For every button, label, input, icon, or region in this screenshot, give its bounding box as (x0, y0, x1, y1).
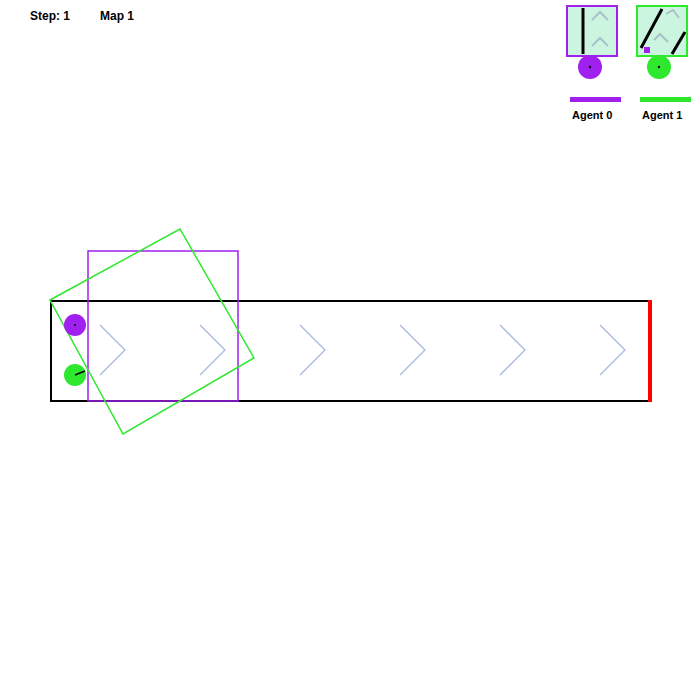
observation-wall (582, 8, 585, 54)
agent (64, 314, 86, 336)
flow-chevrons (100, 325, 625, 375)
observation (567, 6, 617, 56)
agent-dot (74, 324, 76, 326)
agent-view (88, 251, 238, 401)
agent (578, 55, 602, 79)
observation-wall (672, 32, 685, 54)
agent-heading (75, 371, 85, 375)
status-label: Map 1 (100, 10, 134, 22)
agent-dot (658, 66, 660, 68)
goal-line (648, 300, 652, 402)
corridor (51, 301, 651, 401)
observation-wall (641, 9, 662, 48)
observation-chevrons (654, 10, 679, 42)
legend-swatch (570, 97, 621, 102)
legend-swatch (640, 97, 691, 102)
agent-view (50, 229, 254, 434)
legend-label: Agent 0 (572, 110, 612, 121)
agent (64, 364, 86, 386)
status-label: Step: 1 (30, 10, 70, 22)
agent-dot (589, 66, 591, 68)
agent (647, 55, 671, 79)
observation-chevrons (592, 12, 608, 46)
observation (637, 6, 687, 56)
observation-agent (644, 47, 650, 53)
legend-label: Agent 1 (642, 110, 682, 121)
